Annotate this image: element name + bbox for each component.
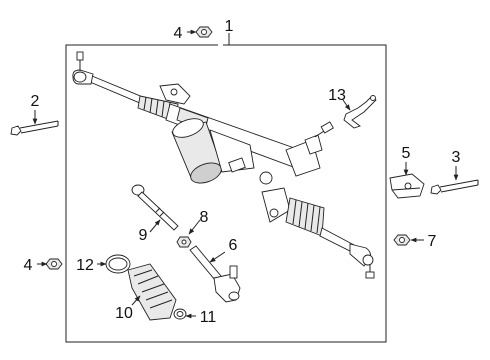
callout-2: 2 (31, 93, 40, 110)
callout-9: 9 (139, 227, 148, 244)
inner-tie-rod-part (131, 184, 179, 231)
callout-12: 12 (76, 257, 94, 274)
sensor-bracket-part (343, 95, 377, 129)
small-nut-part (176, 236, 192, 248)
steering-gear-assembly (72, 51, 375, 279)
nut-right-part (393, 234, 411, 246)
leader-13 (342, 99, 351, 111)
callout-8: 8 (200, 209, 209, 226)
callout-10: 10 (115, 305, 133, 322)
callout-6: 6 (229, 237, 238, 254)
leader-6 (209, 251, 226, 263)
callout-7: 7 (428, 233, 437, 250)
callout-1: 1 (225, 18, 234, 35)
callout-4-left: 4 (24, 257, 33, 274)
callout-3: 3 (452, 149, 461, 166)
small-clamp-part (173, 308, 187, 320)
boot-part (127, 263, 177, 321)
callout-4-top: 4 (174, 25, 183, 42)
nut-left-part (45, 258, 63, 270)
outer-tie-rod-end-part (189, 245, 241, 303)
nut-top-part (195, 26, 213, 38)
clamp-ring-part (105, 254, 131, 274)
callout-11: 11 (200, 309, 217, 326)
leader-9 (149, 219, 161, 233)
callout-labels: 1 2 3 4 4 5 6 7 8 9 10 11 12 13 (24, 18, 461, 326)
callout-5: 5 (402, 145, 411, 162)
assembly-frame (65, 44, 387, 343)
leader-lines (32, 29, 459, 319)
leader-8 (188, 219, 201, 235)
bolt-left-part (10, 120, 59, 136)
callout-13: 13 (328, 87, 346, 104)
leader-10 (131, 295, 141, 306)
bracket-part (389, 173, 425, 199)
bolt-right-part (430, 179, 479, 195)
